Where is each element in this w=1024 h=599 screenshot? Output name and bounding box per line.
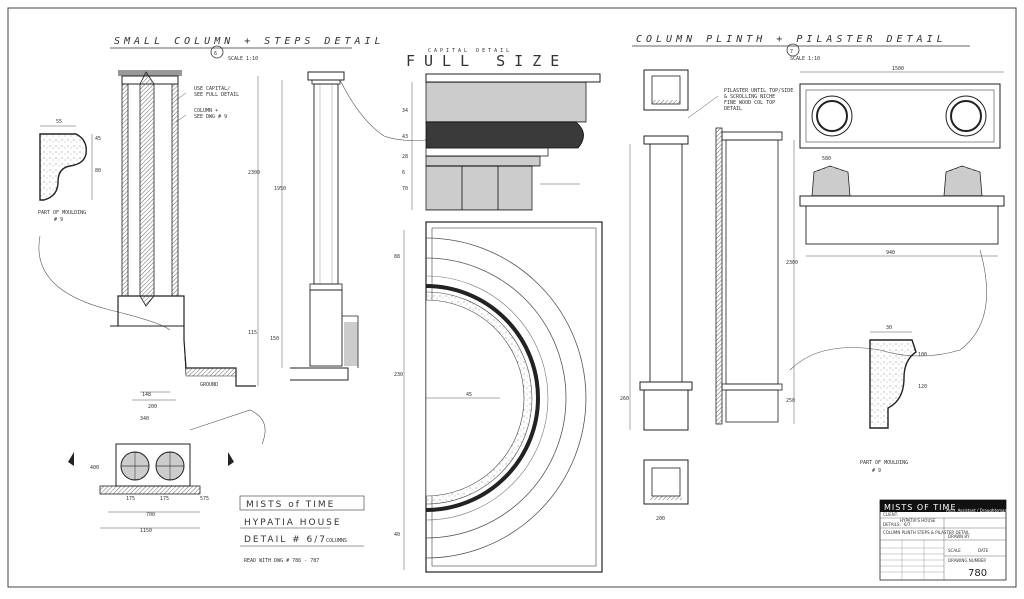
svg-text:6/7: 6/7 — [904, 522, 911, 527]
svg-text:115: 115 — [248, 330, 257, 336]
svg-text:2300: 2300 — [786, 260, 798, 266]
svg-text:200: 200 — [148, 404, 157, 410]
svg-text:GROUND: GROUND — [200, 382, 218, 388]
svg-text:& SCROLLING NICHE: & SCROLLING NICHE — [724, 94, 775, 100]
svg-text:# 9: # 9 — [54, 217, 63, 223]
svg-text:30: 30 — [886, 325, 892, 331]
svg-text:PART OF MOULDING: PART OF MOULDING — [860, 460, 908, 466]
title-small-column: SMALL COLUMN + STEPS DETAIL 6 SCALE 1:10 — [110, 36, 385, 62]
svg-text:780: 780 — [968, 568, 987, 579]
small-column-section: USE CAPITAL/ SEE FULL DETAIL COLUMN + SE… — [110, 70, 260, 410]
svg-text:SCALE 1:10: SCALE 1:10 — [228, 56, 258, 62]
small-column-plan: 400 340 175 175 575 700 1150 — [68, 409, 266, 534]
svg-text:SEE FULL DETAIL: SEE FULL DETAIL — [194, 92, 239, 98]
svg-text:400: 400 — [90, 465, 99, 471]
svg-text:SMALL COLUMN + STEPS DETAIL: SMALL COLUMN + STEPS DETAIL — [114, 36, 385, 47]
svg-text:SEE DWG # 9: SEE DWG # 9 — [194, 114, 227, 120]
svg-text:COLUMN PLINTH STEPS & PILASTER: COLUMN PLINTH STEPS & PILASTER DETAIL — [883, 530, 970, 535]
svg-text:55: 55 — [56, 119, 62, 125]
svg-text:HYPATIA HOUSE: HYPATIA HOUSE — [244, 518, 342, 528]
svg-text:SCALE 1:10: SCALE 1:10 — [790, 56, 820, 62]
svg-text:DRAWN BY: DRAWN BY — [948, 534, 970, 539]
svg-text:340: 340 — [140, 416, 149, 422]
svg-text:575: 575 — [200, 496, 209, 502]
svg-text:PART OF MOULDING: PART OF MOULDING — [38, 210, 86, 216]
svg-text:45: 45 — [95, 136, 101, 142]
svg-text:Arch. Assistant / Draughtsman: Arch. Assistant / Draughtsman — [946, 508, 1007, 513]
svg-text:175: 175 — [160, 496, 169, 502]
svg-text:COLUMN +: COLUMN + — [194, 108, 218, 114]
svg-text:FINE WOOD COL TOP: FINE WOOD COL TOP — [724, 100, 775, 106]
arch-niche: 88 230 45 40 — [394, 221, 603, 573]
svg-text:43: 43 — [402, 134, 408, 140]
svg-text:230: 230 — [394, 372, 403, 378]
svg-text:100: 100 — [918, 352, 927, 358]
svg-text:DATE: DATE — [978, 548, 989, 553]
svg-text:580: 580 — [822, 156, 831, 162]
svg-text:88: 88 — [394, 254, 400, 260]
svg-text:COLUMNS: COLUMNS — [326, 538, 347, 544]
plinth-elevation: 580 940 — [789, 156, 1005, 371]
moulding-profile-left: 55 45 80 PART OF MOULDING # 9 — [38, 119, 171, 331]
svg-text:DETAIL: DETAIL — [724, 106, 742, 112]
sheet-border — [7, 7, 1017, 588]
drawing-stamp: MISTS of TIME HYPATIA HOUSE DETAIL # 6/7… — [239, 495, 365, 564]
svg-text:2300: 2300 — [248, 170, 260, 176]
svg-text:6: 6 — [402, 170, 405, 176]
svg-text:940: 940 — [886, 250, 895, 256]
svg-text:PILASTER UNTIL TOP/SIDE: PILASTER UNTIL TOP/SIDE — [724, 88, 793, 94]
svg-text:DETAILS:: DETAILS: — [883, 522, 901, 527]
svg-text:COLUMN PLINTH + PILASTER DETAI: COLUMN PLINTH + PILASTER DETAIL — [636, 34, 947, 45]
svg-text:SCALE: SCALE — [948, 548, 961, 553]
svg-text:CLIENT:: CLIENT: — [883, 512, 898, 517]
svg-text:1950: 1950 — [274, 186, 286, 192]
svg-text:700: 700 — [146, 512, 155, 518]
svg-text:7: 7 — [790, 49, 793, 55]
title-block: MISTS OF TIME CLIENT: HYPATIA'S HOUSE Ar… — [879, 499, 1007, 581]
svg-text:148: 148 — [142, 392, 151, 398]
svg-text:1500: 1500 — [892, 66, 904, 72]
svg-text:USE CAPITAL/: USE CAPITAL/ — [194, 86, 230, 92]
small-column-elevation: 1950 150 — [270, 71, 427, 381]
capital-full-size: 34 43 28 6 70 — [402, 73, 601, 211]
svg-text:120: 120 — [918, 384, 927, 390]
svg-text:150: 150 — [270, 336, 279, 342]
svg-text:FULL SIZE: FULL SIZE — [406, 52, 568, 70]
svg-text:6: 6 — [214, 51, 217, 57]
svg-text:HYPATIA'S HOUSE: HYPATIA'S HOUSE — [900, 518, 936, 523]
svg-text:40: 40 — [394, 532, 400, 538]
svg-text:DETAIL # 6/7: DETAIL # 6/7 — [244, 535, 327, 545]
moulding-profile-right: 30 100 120 PART OF MOULDING # 9 — [860, 325, 927, 474]
title-capital: CAPITAL DETAIL FULL SIZE — [406, 48, 568, 70]
svg-text:DRAWING NUMBER: DRAWING NUMBER — [948, 558, 986, 563]
svg-text:# 9: # 9 — [872, 468, 881, 474]
svg-text:34: 34 — [402, 108, 408, 114]
plinth-plan: 1500 — [799, 66, 1004, 149]
svg-text:28: 28 — [402, 154, 408, 160]
svg-text:45: 45 — [466, 392, 472, 398]
svg-text:CAPITAL DETAIL: CAPITAL DETAIL — [428, 48, 512, 54]
svg-text:80: 80 — [95, 168, 101, 174]
title-plinth: COLUMN PLINTH + PILASTER DETAIL 7 SCALE … — [632, 34, 970, 62]
svg-text:MISTS of TIME: MISTS of TIME — [246, 500, 335, 510]
svg-text:260: 260 — [620, 396, 629, 402]
svg-text:1150: 1150 — [140, 528, 152, 534]
svg-text:70: 70 — [402, 186, 408, 192]
svg-text:READ WITH DWG # 786 - 787: READ WITH DWG # 786 - 787 — [244, 558, 319, 564]
svg-text:MISTS OF TIME: MISTS OF TIME — [884, 503, 957, 512]
pilaster-column: PILASTER UNTIL TOP/SIDE & SCROLLING NICH… — [620, 69, 798, 522]
svg-text:175: 175 — [126, 496, 135, 502]
svg-text:250: 250 — [786, 398, 795, 404]
svg-text:200: 200 — [656, 516, 665, 522]
